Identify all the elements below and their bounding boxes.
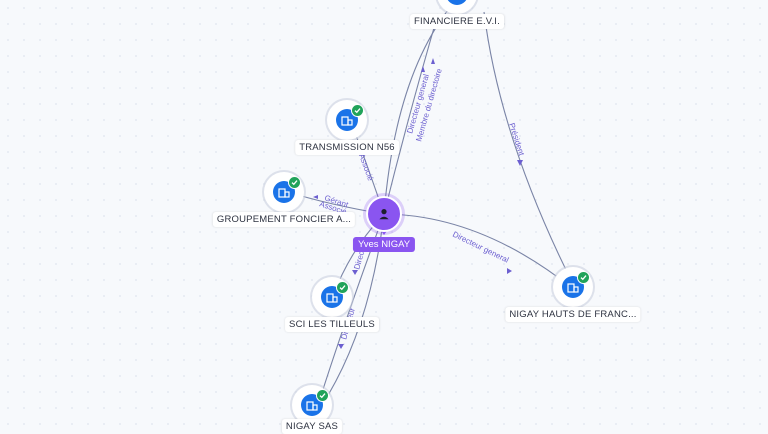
node-label: NIGAY SAS [281, 419, 343, 434]
node-label: FINANCIERE E.V.I. [410, 14, 504, 29]
edge-arrow [313, 195, 318, 199]
person-icon [366, 196, 402, 232]
node-halo [437, 0, 477, 14]
edge-arrow [338, 344, 344, 349]
verified-check-icon [351, 104, 364, 117]
verified-check-icon [316, 389, 329, 402]
node-label: NIGAY HAUTS DE FRANC... [505, 307, 641, 322]
node-label: TRANSMISSION N56 [295, 140, 399, 155]
verified-check-icon [288, 176, 301, 189]
edge-arrow [431, 58, 435, 64]
edge-label-associe-transmission: Associé [357, 153, 375, 183]
node-label: GROUPEMENT FONCIER A... [212, 212, 356, 227]
edge-label-directeur-general-hauts: Directeur general [451, 230, 510, 265]
edge-arrow [352, 270, 358, 275]
edge-financiere-president-hauts [483, 11, 576, 289]
edge-financiere-2 [383, 13, 439, 215]
edge-arrow [517, 160, 523, 166]
verified-check-icon [577, 271, 590, 284]
edge-hauts [383, 213, 573, 289]
company-building-icon [446, 0, 468, 5]
verified-check-icon [336, 281, 349, 294]
person-name-label: Yves NIGAY [352, 237, 416, 252]
edge-arrow [421, 66, 425, 72]
edge-label-president: Président [507, 122, 526, 158]
edge-arrow [507, 268, 512, 274]
node-label: SCI LES TILLEULS [285, 317, 379, 332]
